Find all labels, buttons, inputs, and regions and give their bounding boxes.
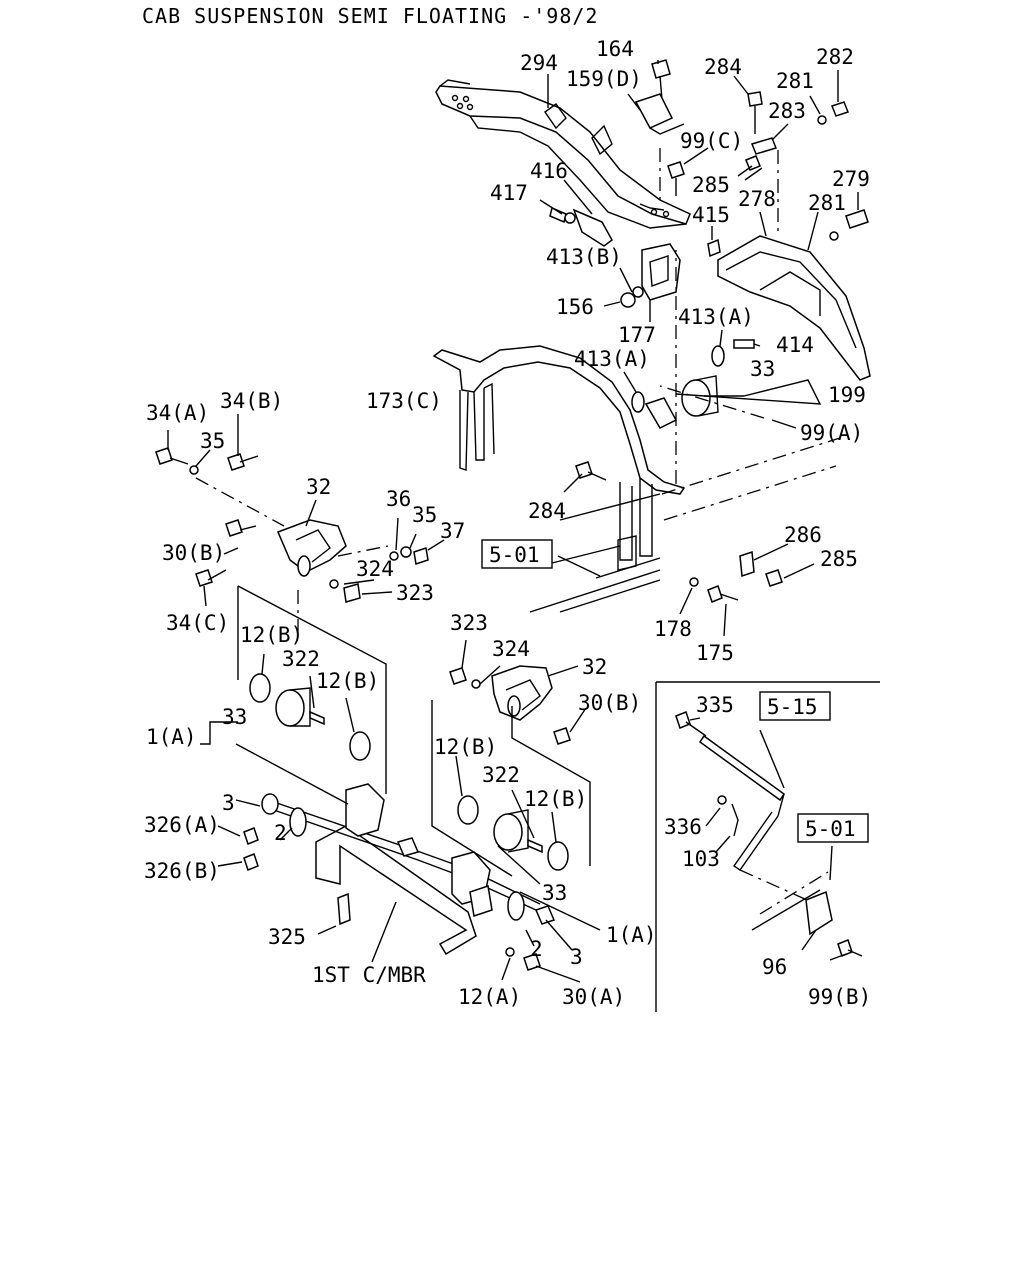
frame-guide-lines — [529, 148, 841, 613]
ref-label: 5-15 — [767, 695, 818, 719]
part-label-12b-c: 12(B) — [434, 735, 497, 759]
part-label-32-left: 32 — [306, 475, 331, 499]
part-label-33-right: 33 — [542, 881, 567, 905]
part-label-285: 285 — [692, 173, 730, 197]
part-label-32-right: 32 — [582, 655, 607, 679]
rear-bracket-294 — [435, 79, 691, 229]
part-label-178: 178 — [654, 617, 692, 641]
shaft-assembly — [243, 783, 556, 971]
part-label-323-right: 323 — [450, 611, 488, 635]
part-label-33-upper: 33 — [750, 357, 775, 381]
part-label-323-left: 323 — [396, 581, 434, 605]
part-label-324-right: 324 — [492, 637, 530, 661]
part-label-325: 325 — [268, 925, 306, 949]
part-label-156: 156 — [556, 295, 594, 319]
part-label-175: 175 — [696, 641, 734, 665]
part-label-199: 199 — [828, 383, 866, 407]
part-label-324-left: 324 — [356, 557, 394, 581]
part-label-12b-b: 12(B) — [316, 669, 379, 693]
leader-lines — [167, 60, 859, 983]
part-label-283: 283 — [768, 99, 806, 123]
part-label-294: 294 — [520, 51, 558, 75]
reference-box-5-15[interactable]: 5-15 — [759, 691, 831, 721]
part-label-284b: 284 — [528, 499, 566, 523]
ref-label: 5-01 — [489, 543, 540, 567]
bracket-32-right — [431, 665, 591, 877]
part-label-37: 37 — [440, 519, 465, 543]
part-label-326a: 326(A) — [144, 813, 220, 837]
part-label-30a: 30(A) — [562, 985, 625, 1009]
part-label-30b-right: 30(B) — [578, 691, 641, 715]
part-label-322-left: 322 — [282, 647, 320, 671]
bracket-32-left — [155, 447, 429, 603]
part-label-336: 336 — [664, 815, 702, 839]
part-label-279: 279 — [832, 167, 870, 191]
part-label-12b-a: 12(B) — [240, 623, 303, 647]
part-label-35b: 35 — [412, 503, 437, 527]
reference-box-5-01-main[interactable]: 5-01 — [481, 539, 553, 569]
frame-173c — [432, 345, 686, 571]
diagram-title: CAB SUSPENSION SEMI FLOATING -'98/2 — [142, 4, 599, 28]
part-label-34b: 34(B) — [220, 389, 283, 413]
part-label-1a-right: 1(A) — [606, 923, 657, 947]
part-label-413b: 413(B) — [546, 245, 622, 269]
part-label-281: 281 — [776, 69, 814, 93]
part-label-1st-cross-member: 1ST C/MBR — [312, 963, 426, 987]
part-label-12a: 12(A) — [458, 985, 521, 1009]
part-label-1a-left: 1(A) — [146, 725, 197, 749]
part-label-2-left: 2 — [274, 821, 287, 845]
part-labels: 164 294 159(D) 284 282 281 283 99(C) 285… — [144, 37, 871, 1009]
part-label-326b: 326(B) — [144, 859, 220, 883]
part-label-12b-d: 12(B) — [524, 787, 587, 811]
part-label-3-right: 3 — [570, 945, 583, 969]
part-label-99c: 99(C) — [680, 129, 743, 153]
part-label-34a: 34(A) — [146, 401, 209, 425]
part-label-177: 177 — [618, 323, 656, 347]
part-label-96: 96 — [762, 955, 787, 979]
part-label-35: 35 — [200, 429, 225, 453]
part-label-103: 103 — [682, 847, 720, 871]
part-label-416: 416 — [530, 159, 568, 183]
lower-bolts — [575, 461, 783, 603]
part-label-99a: 99(A) — [800, 421, 863, 445]
part-label-2-right: 2 — [530, 937, 543, 961]
part-label-417: 417 — [490, 181, 528, 205]
part-label-34c: 34(C) — [166, 611, 229, 635]
part-label-322-right: 322 — [482, 763, 520, 787]
bolt-99c — [667, 161, 685, 196]
bolt-284-top — [744, 91, 849, 181]
part-label-286: 286 — [784, 523, 822, 547]
part-label-30b-left: 30(B) — [162, 541, 225, 565]
part-label-335: 335 — [696, 693, 734, 717]
part-label-413a-lower: 413(A) — [574, 347, 650, 371]
part-label-285b: 285 — [820, 547, 858, 571]
part-label-282: 282 — [816, 45, 854, 69]
part-label-36: 36 — [386, 487, 411, 511]
part-label-284: 284 — [704, 55, 742, 79]
part-label-3-left: 3 — [222, 791, 235, 815]
bracket-177 — [620, 243, 681, 308]
part-label-415: 415 — [692, 203, 730, 227]
part-label-99b: 99(B) — [808, 985, 871, 1009]
part-label-414: 414 — [776, 333, 814, 357]
part-label-413a-upper: 413(A) — [678, 305, 754, 329]
bracket-416 — [549, 206, 613, 247]
part-label-33-left: 33 — [222, 705, 247, 729]
part-label-159d: 159(D) — [566, 67, 642, 91]
part-label-278: 278 — [738, 187, 776, 211]
bolt-164 — [634, 59, 685, 135]
reference-box-5-01-inset[interactable]: 5-01 — [797, 813, 869, 843]
part-label-164: 164 — [596, 37, 634, 61]
mount-rubber-33 — [631, 339, 755, 429]
bracket-278 — [707, 209, 871, 381]
inset-panel — [655, 681, 880, 1012]
part-label-281b: 281 — [808, 191, 846, 215]
ref-label: 5-01 — [805, 817, 856, 841]
rubber-mount-group-left — [200, 585, 387, 794]
part-label-173c: 173(C) — [366, 389, 442, 413]
